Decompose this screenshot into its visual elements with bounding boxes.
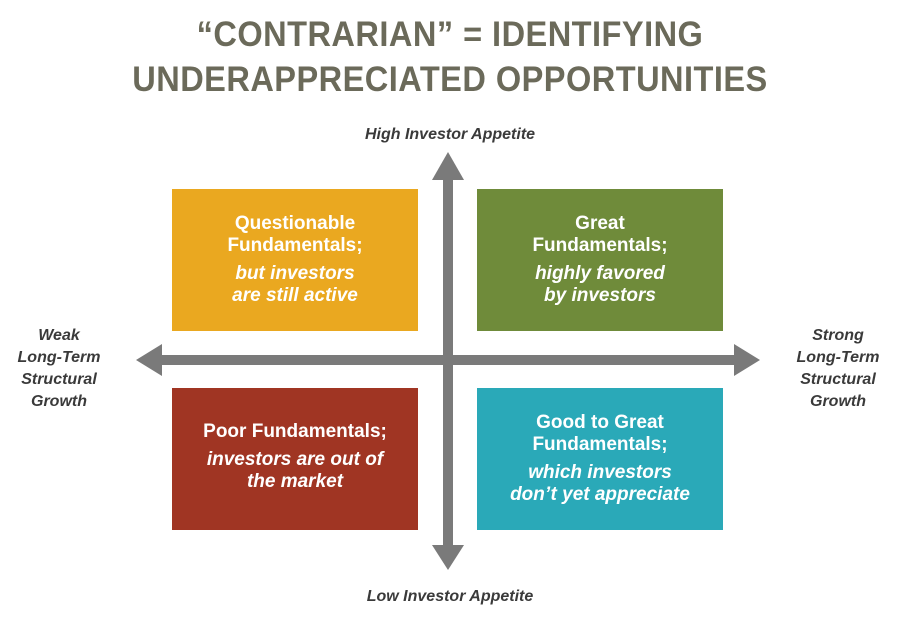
title-line-1: “CONTRARIAN” = IDENTIFYING xyxy=(196,15,704,54)
horizontal-axis-shaft xyxy=(158,355,738,365)
axis-label-right-line: Growth xyxy=(810,393,866,410)
quadrant-heading-line: Fundamentals; xyxy=(532,434,668,455)
axis-label-right-line: Strong xyxy=(812,327,864,344)
quadrant-subtext: highly favored by investors xyxy=(487,263,713,307)
quadrant-subtext: which investors don’t yet appreciate xyxy=(487,462,713,506)
quadrant-subtext-line: investors are out of xyxy=(206,449,384,470)
axis-label-left-line: Structural xyxy=(21,371,97,388)
quadrant-heading: Poor Fundamentals; xyxy=(182,421,408,443)
quadrant-heading-line: Great xyxy=(575,213,625,234)
quadrant-heading-line: Fundamentals; xyxy=(532,235,668,256)
axis-label-top: High Investor Appetite xyxy=(364,126,536,143)
down-arrowhead xyxy=(432,545,464,570)
up-arrowhead xyxy=(432,152,464,180)
axis-label-bottom: Low Investor Appetite xyxy=(366,588,534,605)
quadrant-heading: Good to Great Fundamentals; xyxy=(487,412,713,456)
quadrant-top-left: Questionable Fundamentals; but investors… xyxy=(172,189,418,331)
quadrant-subtext-line: but investors xyxy=(235,263,355,284)
quadrant-subtext-line: which investors xyxy=(528,462,672,483)
quadrant-heading-line: Questionable xyxy=(234,213,356,234)
quadrant-bottom-left: Poor Fundamentals; investors are out of … xyxy=(172,388,418,530)
quadrant-subtext: investors are out of the market xyxy=(182,449,408,493)
quadrant-heading-line: Fundamentals; xyxy=(227,235,363,256)
quadrant-subtext-line: don’t yet appreciate xyxy=(510,484,690,505)
quadrant-subtext-line: by investors xyxy=(544,285,656,306)
quadrant-subtext: but investors are still active xyxy=(182,263,408,307)
axis-label-right: Strong Long-Term Structural Growth xyxy=(776,325,900,413)
left-arrowhead xyxy=(136,344,162,376)
title-line-2: UNDERAPPRECIATED OPPORTUNITIES xyxy=(132,60,768,99)
quadrant-heading-line: Good to Great xyxy=(536,412,664,433)
axis-label-left-line: Long-Term xyxy=(17,349,101,366)
axis-label-left: Weak Long-Term Structural Growth xyxy=(0,325,118,413)
quadrant-heading: Great Fundamentals; xyxy=(487,213,713,257)
quadrant-subtext-line: the market xyxy=(246,471,344,492)
quadrant-bottom-right: Good to Great Fundamentals; which invest… xyxy=(477,388,723,530)
axis-label-right-line: Long-Term xyxy=(796,349,880,366)
quadrant-top-right: Great Fundamentals; highly favored by in… xyxy=(477,189,723,331)
right-arrowhead xyxy=(734,344,760,376)
quadrant-subtext-line: highly favored xyxy=(535,263,665,284)
quadrant-heading: Questionable Fundamentals; xyxy=(182,213,408,257)
axis-label-left-line: Weak xyxy=(38,327,80,344)
axis-label-right-line: Structural xyxy=(800,371,876,388)
quadrant-heading-line: Poor Fundamentals; xyxy=(203,421,387,442)
quadrant-subtext-line: are still active xyxy=(232,285,358,306)
axis-label-left-line: Growth xyxy=(31,393,87,410)
